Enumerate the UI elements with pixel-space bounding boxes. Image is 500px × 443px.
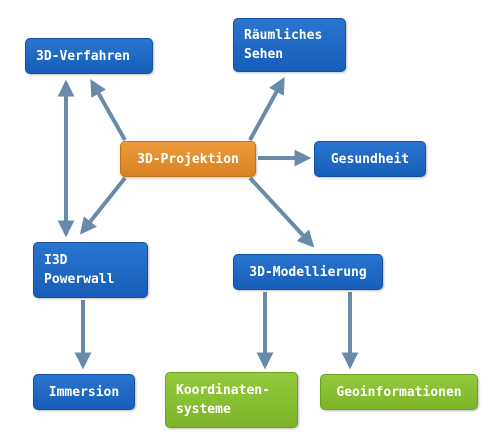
edge-projektion-powerwall [79, 176, 127, 235]
node-3d-projektion: 3D-Projektion [120, 141, 256, 177]
node-immersion-label: Immersion [48, 384, 120, 400]
node-raeumliches-sehen-label: Räumliches Sehen [244, 28, 323, 62]
node-3d-verfahren: 3D-Verfahren [25, 38, 153, 74]
node-raeumliches-sehen: Räumliches Sehen [233, 18, 346, 72]
node-3d-modellierung-label: 3D-Modellierung [249, 264, 367, 280]
node-3d-verfahren-label: 3D-Verfahren [36, 48, 130, 64]
node-3d-modellierung: 3D-Modellierung [233, 254, 383, 290]
node-3d-projektion-label: 3D-Projektion [137, 151, 239, 167]
node-i3d-powerwall-label: I3D Powerwall [44, 253, 115, 287]
node-koordinatensysteme-label: Koordinaten- systeme [176, 383, 270, 417]
node-i3d-powerwall: I3D Powerwall [33, 242, 148, 298]
edge-projektion-verfahren [90, 79, 127, 141]
node-gesundheit-label: Gesundheit [330, 151, 410, 167]
node-koordinatensysteme: Koordinaten- systeme [165, 372, 298, 428]
node-gesundheit: Gesundheit [314, 141, 426, 177]
node-geoinformationen-label: Geoinformationen [336, 384, 462, 400]
edge-projektion-modellierung [248, 176, 315, 248]
node-geoinformationen: Geoinformationen [320, 374, 478, 410]
edge-projektion-raeumliches [248, 77, 285, 141]
node-immersion: Immersion [33, 374, 135, 410]
